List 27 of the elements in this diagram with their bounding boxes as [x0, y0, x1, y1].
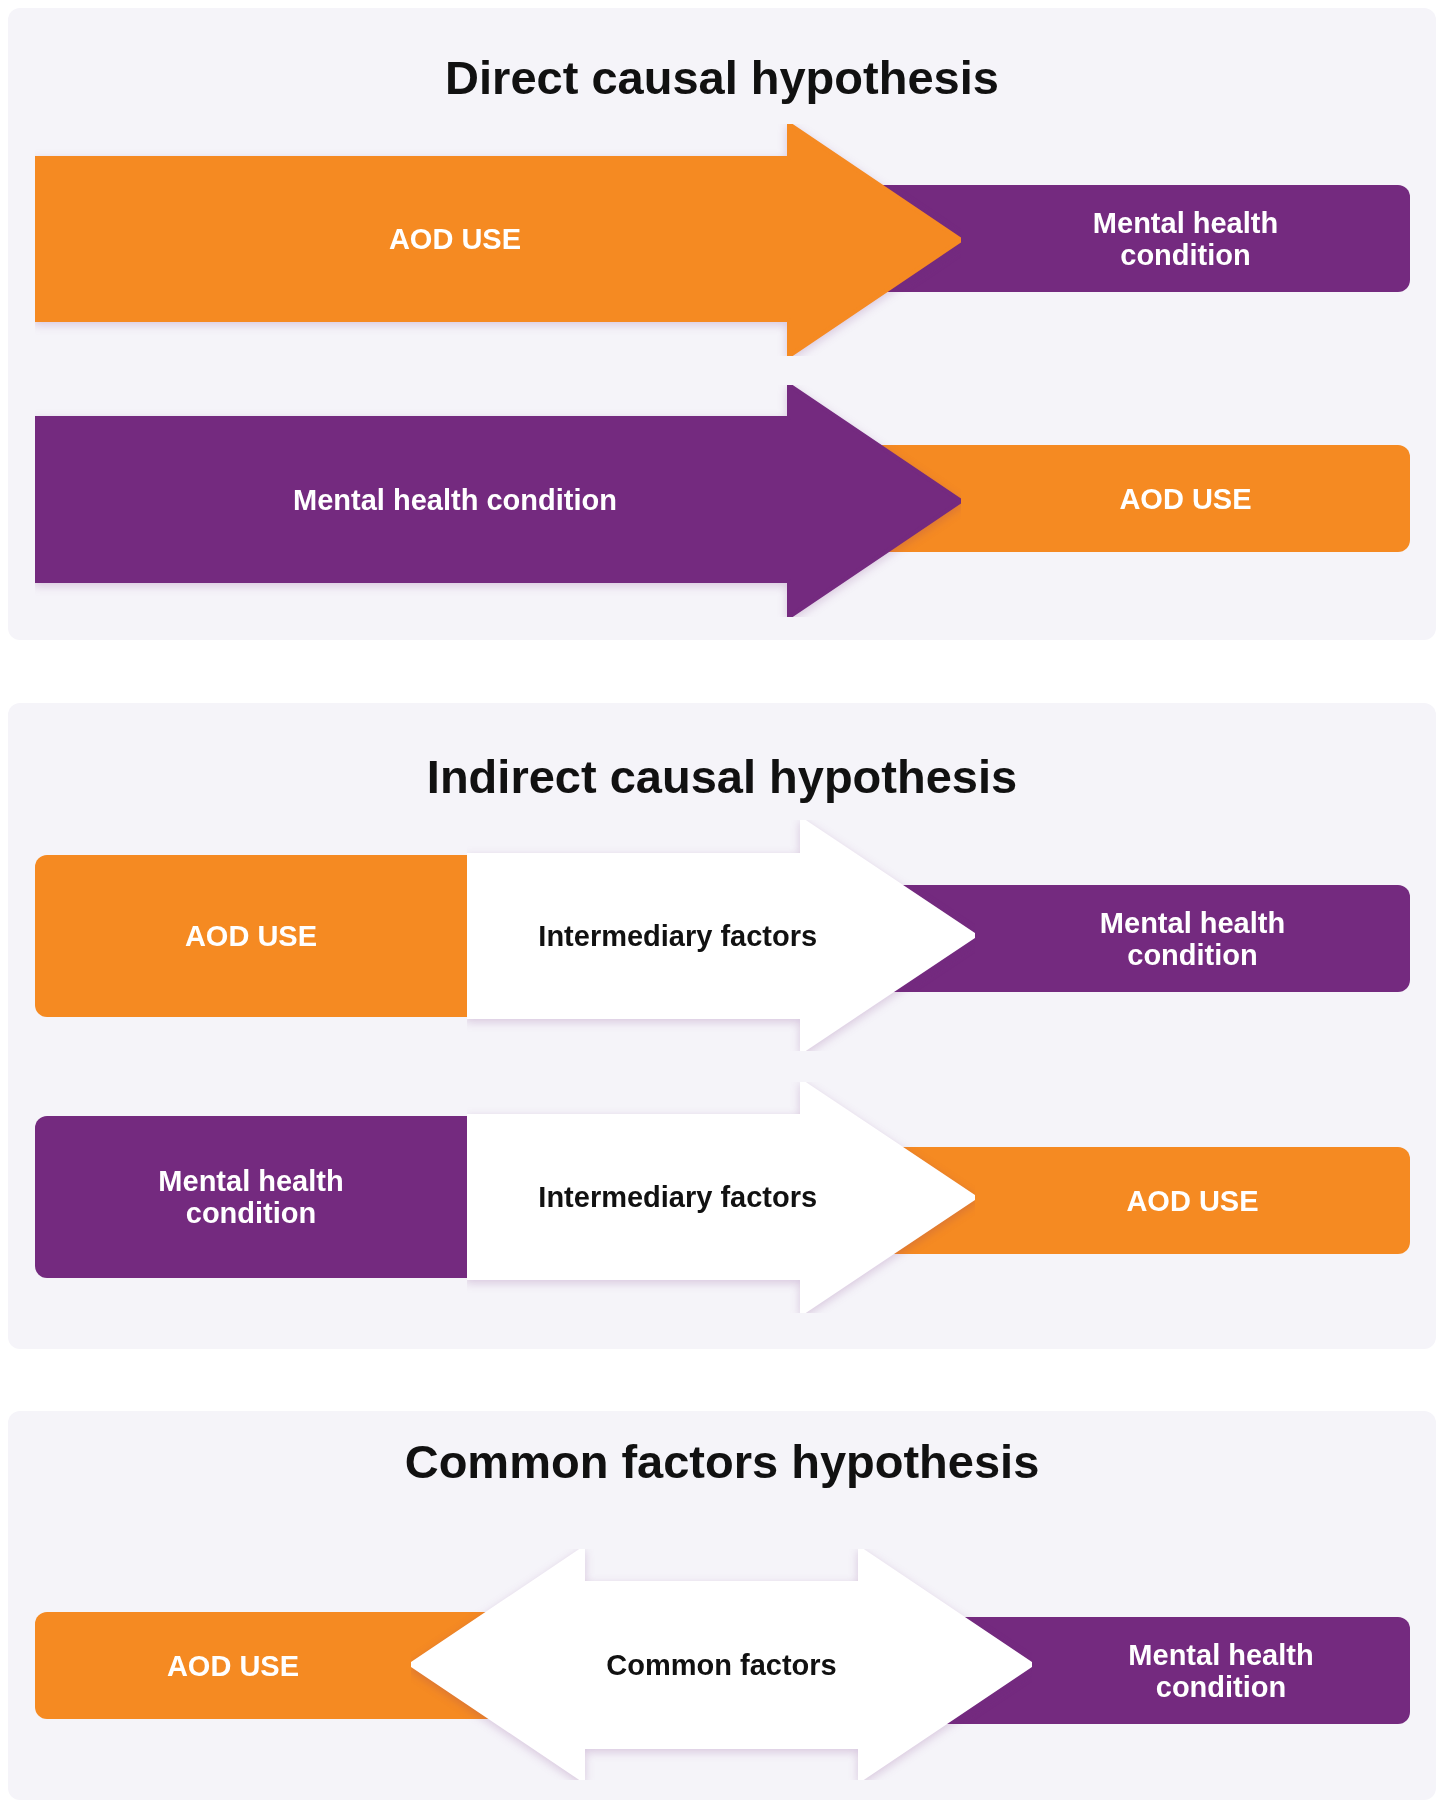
- panel-card: [8, 8, 1436, 640]
- panel-card: [8, 703, 1436, 1349]
- process-box: [961, 185, 1410, 292]
- node-label: AOD USE: [184, 920, 318, 952]
- panel-card: [8, 1411, 1436, 1800]
- process-box: [35, 1612, 411, 1719]
- node-label: AOD USE: [1126, 1184, 1259, 1217]
- node-label: Common factors hypothesis: [404, 1434, 1040, 1490]
- process-box: [1032, 1617, 1410, 1724]
- node-label: Mental health condition: [1127, 1638, 1315, 1703]
- node-label: Common factors: [606, 1649, 837, 1681]
- node-label: Indirect causal hypothesis: [426, 749, 1018, 805]
- node-label: Mental health condition: [293, 483, 617, 516]
- node-label: Intermediary factors: [538, 920, 818, 952]
- node-label: AOD USE: [1119, 482, 1252, 515]
- process-box: [975, 1147, 1410, 1254]
- node-label: Direct causal hypothesis: [445, 50, 999, 106]
- node-label: Mental health condition: [1098, 906, 1287, 971]
- process-box: [35, 1116, 467, 1278]
- process-box: [35, 855, 467, 1017]
- node-label: Mental health condition: [157, 1165, 345, 1229]
- node-label: AOD USE: [388, 223, 522, 255]
- node-label: Intermediary factors: [538, 1181, 818, 1213]
- node-label: AOD USE: [166, 1649, 300, 1682]
- node-label: Mental health condition: [1091, 206, 1280, 271]
- process-box: [961, 445, 1410, 552]
- process-box: [975, 885, 1410, 992]
